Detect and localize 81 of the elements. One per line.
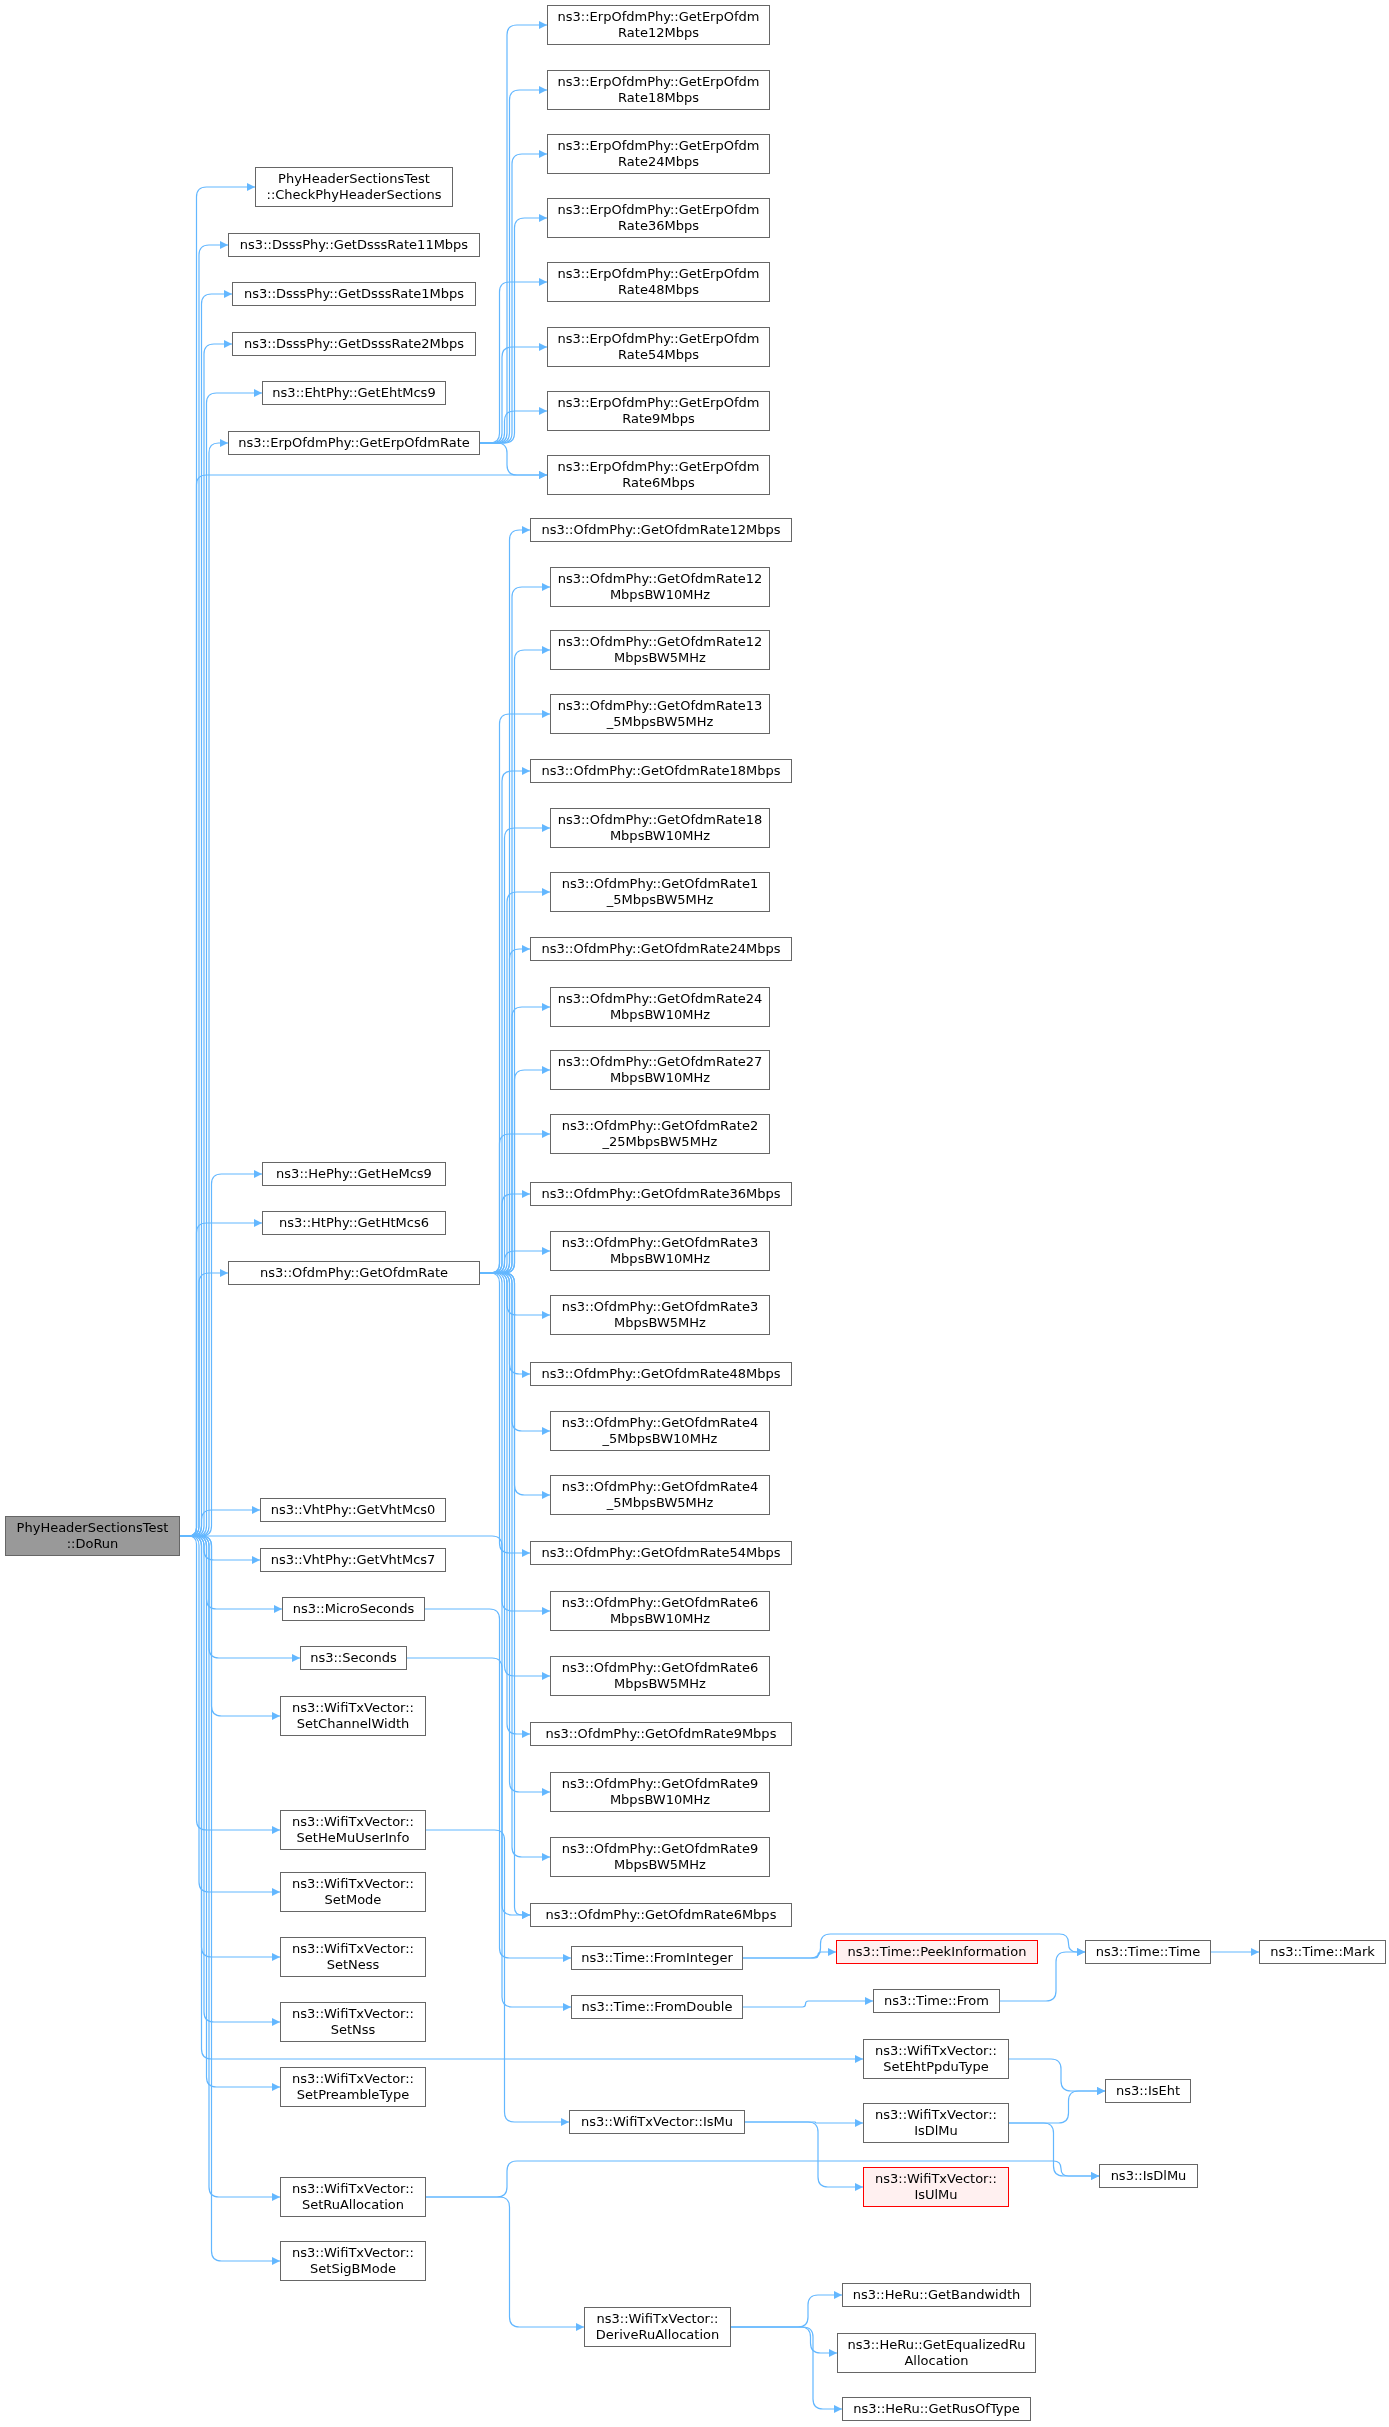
arrow: [742, 1997, 874, 2008]
arrow: [425, 1829, 570, 2126]
function-box: ns3::WifiTxVector:: SetChannelWidth: [280, 1696, 426, 1736]
arrow: [425, 2196, 585, 2331]
function-box: ns3::DsssPhy::GetDsssRate2Mbps: [232, 332, 476, 356]
function-box: ns3::ErpOfdmPhy::GetErpOfdm Rate9Mbps: [547, 391, 770, 431]
function-box: ns3::OfdmPhy::GetOfdmRate24Mbps: [530, 937, 792, 961]
function-box: ns3::Seconds: [300, 1646, 407, 1670]
function-box: ns3::OfdmPhy::GetOfdmRate: [228, 1261, 480, 1285]
function-box: ns3::OfdmPhy::GetOfdmRate6Mbps: [530, 1903, 792, 1927]
function-box: ns3::OfdmPhy::GetOfdmRate4 _5MbpsBW5MHz: [550, 1475, 770, 1515]
function-box: ns3::OfdmPhy::GetOfdmRate18 MbpsBW10MHz: [550, 808, 770, 848]
function-box: ns3::HePhy::GetHeMcs9: [262, 1162, 446, 1186]
arrow: [479, 442, 548, 479]
function-box: ns3::OfdmPhy::GetOfdmRate12 MbpsBW10MHz: [550, 567, 770, 607]
arrow: [424, 1608, 572, 1962]
function-box: ns3::WifiTxVector:: SetEhtPpduType: [863, 2039, 1009, 2079]
function-box: ns3::OfdmPhy::GetOfdmRate13 _5MbpsBW5MHz: [550, 694, 770, 734]
function-box: ns3::OfdmPhy::GetOfdmRate2 _25MbpsBW5MHz: [550, 1114, 770, 1154]
function-box: ns3::DsssPhy::GetDsssRate1Mbps: [232, 282, 476, 306]
function-box: ns3::OfdmPhy::GetOfdmRate27 MbpsBW10MHz: [550, 1050, 770, 1090]
function-box: ns3::ErpOfdmPhy::GetErpOfdm Rate12Mbps: [547, 5, 770, 45]
function-box: ns3::DsssPhy::GetDsssRate11Mbps: [228, 233, 480, 257]
function-box: ns3::ErpOfdmPhy::GetErpOfdm Rate54Mbps: [547, 327, 770, 367]
function-box: ns3::HeRu::GetRusOfType: [842, 2397, 1031, 2421]
function-box: ns3::WifiTxVector:: SetNss: [280, 2002, 426, 2042]
function-box: ns3::OfdmPhy::GetOfdmRate54Mbps: [530, 1541, 792, 1565]
function-box: ns3::WifiTxVector:: SetRuAllocation: [280, 2177, 426, 2217]
function-box: ns3::ErpOfdmPhy::GetErpOfdm Rate18Mbps: [547, 70, 770, 110]
function-box: ns3::Time::PeekInformation: [836, 1940, 1038, 1964]
function-box: ns3::WifiTxVector:: IsDlMu: [863, 2103, 1009, 2143]
function-box: ns3::ErpOfdmPhy::GetErpOfdm Rate24Mbps: [547, 134, 770, 174]
function-box: ns3::Time::Time: [1085, 1940, 1211, 1964]
function-box: ns3::ErpOfdmPhy::GetErpOfdmRate: [228, 431, 480, 455]
function-box: ns3::IsEht: [1105, 2079, 1191, 2103]
function-box: ns3::OfdmPhy::GetOfdmRate6 MbpsBW10MHz: [550, 1591, 770, 1631]
function-box: ns3::OfdmPhy::GetOfdmRate24 MbpsBW10MHz: [550, 987, 770, 1027]
function-box: ns3::OfdmPhy::GetOfdmRate9 MbpsBW10MHz: [550, 1772, 770, 1812]
function-box: ns3::WifiTxVector:: IsUlMu: [863, 2167, 1009, 2207]
function-box: PhyHeaderSectionsTest ::CheckPhyHeaderSections: [255, 167, 453, 207]
function-box: ns3::OfdmPhy::GetOfdmRate12 MbpsBW5MHz: [550, 630, 770, 670]
function-box: ns3::WifiTxVector:: SetMode: [280, 1872, 426, 1912]
arrow: [406, 1657, 572, 2011]
function-box: ns3::WifiTxVector:: SetSigBMode: [280, 2241, 426, 2281]
function-box: ns3::OfdmPhy::GetOfdmRate3 MbpsBW5MHz: [550, 1295, 770, 1335]
function-box: PhyHeaderSectionsTest ::DoRun: [5, 1516, 180, 1556]
function-box: ns3::OfdmPhy::GetOfdmRate9Mbps: [530, 1722, 792, 1746]
function-box: ns3::Time::FromInteger: [571, 1946, 743, 1970]
function-box: ns3::EhtPhy::GetEhtMcs9: [262, 381, 446, 405]
function-box: ns3::OfdmPhy::GetOfdmRate12Mbps: [530, 518, 792, 542]
arrow: [1008, 2122, 1100, 2180]
arrow: [730, 2326, 843, 2413]
arrow: [1210, 1948, 1260, 1956]
function-box: ns3::OfdmPhy::GetOfdmRate9 MbpsBW5MHz: [550, 1837, 770, 1877]
function-box: ns3::OfdmPhy::GetOfdmRate6 MbpsBW5MHz: [550, 1656, 770, 1696]
function-box: ns3::WifiTxVector:: SetHeMuUserInfo: [280, 1810, 426, 1850]
function-box: ns3::Time::Mark: [1259, 1940, 1386, 1964]
function-box: ns3::Time::From: [873, 1989, 1000, 2013]
function-box: ns3::HeRu::GetEqualizedRu Allocation: [837, 2333, 1036, 2373]
function-box: ns3::VhtPhy::GetVhtMcs0: [260, 1498, 446, 1522]
function-box: ns3::OfdmPhy::GetOfdmRate4 _5MbpsBW10MHz: [550, 1411, 770, 1451]
function-box: ns3::ErpOfdmPhy::GetErpOfdm Rate6Mbps: [547, 455, 770, 495]
function-box: ns3::WifiTxVector:: SetPreambleType: [280, 2067, 426, 2107]
function-box: ns3::WifiTxVector:: SetNess: [280, 1937, 426, 1977]
function-box: ns3::OfdmPhy::GetOfdmRate48Mbps: [530, 1362, 792, 1386]
function-box: ns3::OfdmPhy::GetOfdmRate1 _5MbpsBW5MHz: [550, 872, 770, 912]
function-box: ns3::VhtPhy::GetVhtMcs7: [260, 1548, 446, 1572]
function-box: ns3::OfdmPhy::GetOfdmRate36Mbps: [530, 1182, 792, 1206]
function-box: ns3::ErpOfdmPhy::GetErpOfdm Rate36Mbps: [547, 198, 770, 238]
function-box: ns3::OfdmPhy::GetOfdmRate18Mbps: [530, 759, 792, 783]
function-box: ns3::OfdmPhy::GetOfdmRate3 MbpsBW10MHz: [550, 1231, 770, 1271]
function-box: ns3::MicroSeconds: [282, 1597, 425, 1621]
function-box: ns3::WifiTxVector::IsMu: [569, 2110, 745, 2134]
function-box: ns3::WifiTxVector:: DeriveRuAllocation: [584, 2307, 731, 2347]
function-box: ns3::Time::FromDouble: [571, 1995, 743, 2019]
function-box: ns3::HeRu::GetBandwidth: [842, 2283, 1031, 2307]
arrow: [999, 1948, 1086, 2002]
function-box: ns3::ErpOfdmPhy::GetErpOfdm Rate48Mbps: [547, 262, 770, 302]
function-box: ns3::IsDlMu: [1099, 2164, 1198, 2188]
function-box: ns3::HtPhy::GetHtMcs6: [262, 1211, 446, 1235]
arrow: [744, 2121, 864, 2191]
